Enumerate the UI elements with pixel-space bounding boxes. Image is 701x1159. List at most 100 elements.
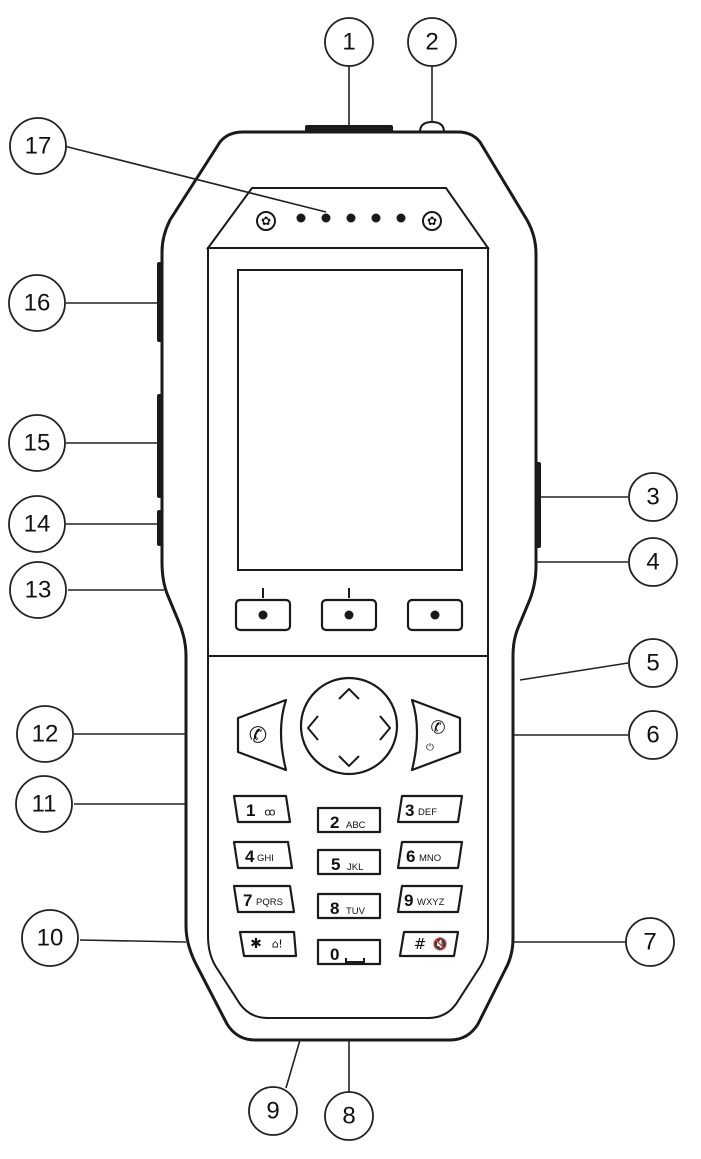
callout-2: 2 <box>407 17 457 67</box>
key-star: ✱ ⌂ǃ <box>238 930 298 958</box>
svg-text:GHI: GHI <box>257 853 274 864</box>
svg-text:7: 7 <box>243 891 252 910</box>
svg-text:1: 1 <box>246 801 255 820</box>
callout-10: 10 <box>21 909 79 967</box>
soft-key-left <box>234 588 292 632</box>
home-lock-icon: ⌂ǃ <box>272 938 282 951</box>
chevron-up-icon <box>338 687 360 700</box>
callout-8: 8 <box>324 1091 374 1141</box>
callout-17: 17 <box>9 117 67 175</box>
svg-text:PQRS: PQRS <box>256 897 283 908</box>
screw-left-icon: ✿ <box>256 211 276 231</box>
svg-text:15: 15 <box>24 430 51 457</box>
callout-15: 15 <box>8 414 66 472</box>
chevron-right-icon <box>379 715 392 741</box>
speaker-hole <box>371 213 381 223</box>
svg-text:4: 4 <box>245 847 255 866</box>
number-keys: 1 ꝏ 2 ABC 3 DEF 4 GHI 5 JKL <box>232 794 464 966</box>
speaker-hole <box>396 213 406 223</box>
leader-lines <box>63 66 629 1092</box>
key-9: 9 WXYZ <box>396 884 464 914</box>
speaker-hole <box>296 213 306 223</box>
key-0: 0 <box>316 938 382 966</box>
key-8: 8 TUV <box>316 892 382 920</box>
left-side-long-button <box>157 394 163 498</box>
key-hash: # 🔇 <box>398 930 460 958</box>
svg-text:8: 8 <box>330 899 339 918</box>
svg-text:2: 2 <box>330 813 339 832</box>
svg-text:3: 3 <box>405 801 414 820</box>
svg-text:10: 10 <box>37 925 64 952</box>
callout-6: 6 <box>628 710 678 760</box>
svg-text:2: 2 <box>425 29 438 56</box>
svg-text:6: 6 <box>646 722 659 749</box>
callout-16: 16 <box>8 274 66 332</box>
callout-9: 9 <box>248 1086 298 1136</box>
left-side-top-button <box>157 262 163 342</box>
callout-7: 7 <box>625 917 675 967</box>
svg-text:12: 12 <box>32 721 59 748</box>
svg-text:✿: ✿ <box>261 214 271 228</box>
right-side-button <box>535 462 541 548</box>
svg-text:4: 4 <box>646 549 659 576</box>
svg-text:1: 1 <box>342 29 355 56</box>
star-key-icon: ✱ <box>250 936 262 952</box>
voicemail-icon: ꝏ <box>264 806 275 819</box>
svg-text:6: 6 <box>406 847 415 866</box>
svg-text:5: 5 <box>646 650 659 677</box>
screen <box>237 269 463 571</box>
screw-right-icon: ✿ <box>422 211 442 231</box>
svg-text:ABC: ABC <box>346 820 366 831</box>
callout-12: 12 <box>16 705 74 763</box>
key-5: 5 JKL <box>316 848 382 876</box>
svg-text:16: 16 <box>24 290 51 317</box>
svg-text:13: 13 <box>25 577 52 604</box>
key-7: 7 PQRS <box>232 884 296 914</box>
svg-text:9: 9 <box>266 1098 279 1125</box>
svg-text:7: 7 <box>643 929 656 956</box>
keypad-panel: ✆ ✆ ⏻ 1 ꝏ 2 ABC <box>207 655 489 1019</box>
display-panel <box>207 247 489 657</box>
space-icon <box>345 958 365 963</box>
call-key: ✆ <box>236 698 288 772</box>
svg-text:JKL: JKL <box>347 862 363 873</box>
svg-text:5: 5 <box>331 855 340 874</box>
leader-17 <box>63 145 327 213</box>
svg-text:WXYZ: WXYZ <box>417 897 445 908</box>
svg-text:14: 14 <box>24 511 51 538</box>
svg-text:17: 17 <box>25 133 52 160</box>
key-4: 4 GHI <box>232 840 294 870</box>
leader-9 <box>285 1039 301 1089</box>
hash-key-icon: # <box>414 935 427 953</box>
soft-key-right <box>406 598 464 632</box>
callout-4: 4 <box>628 537 678 587</box>
left-side-small-button <box>157 510 163 546</box>
key-1: 1 ꝏ <box>232 794 292 824</box>
key-6: 6 MNO <box>396 840 464 870</box>
chevron-left-icon <box>306 715 319 741</box>
svg-text:8: 8 <box>342 1103 355 1130</box>
svg-text:DEF: DEF <box>418 807 437 818</box>
chevron-down-icon <box>338 755 360 768</box>
leader-10 <box>79 939 187 943</box>
callout-13: 13 <box>9 561 67 619</box>
speaker-hole <box>321 213 331 223</box>
key-3: 3 DEF <box>396 794 464 824</box>
svg-text:MNO: MNO <box>419 853 441 864</box>
speaker-grille: ✿ ✿ <box>206 187 490 249</box>
mute-icon: 🔇 <box>433 937 448 951</box>
leader-5 <box>519 662 629 681</box>
svg-text:3: 3 <box>646 484 659 511</box>
svg-text:✿: ✿ <box>427 214 437 228</box>
svg-text:11: 11 <box>32 791 57 818</box>
callouts: 1 2 3 4 5 6 7 8 9 10 11 12 13 14 15 16 1… <box>8 17 678 1141</box>
key-2: 2 ABC <box>316 806 382 834</box>
end-power-key: ✆ ⏻ <box>410 698 462 772</box>
svg-text:9: 9 <box>404 891 413 910</box>
nav-pad <box>299 676 399 776</box>
soft-key-center <box>320 588 378 632</box>
svg-text:TUV: TUV <box>346 906 366 917</box>
callout-1: 1 <box>324 17 374 67</box>
callout-3: 3 <box>628 472 678 522</box>
callout-11: 11 <box>15 775 73 833</box>
